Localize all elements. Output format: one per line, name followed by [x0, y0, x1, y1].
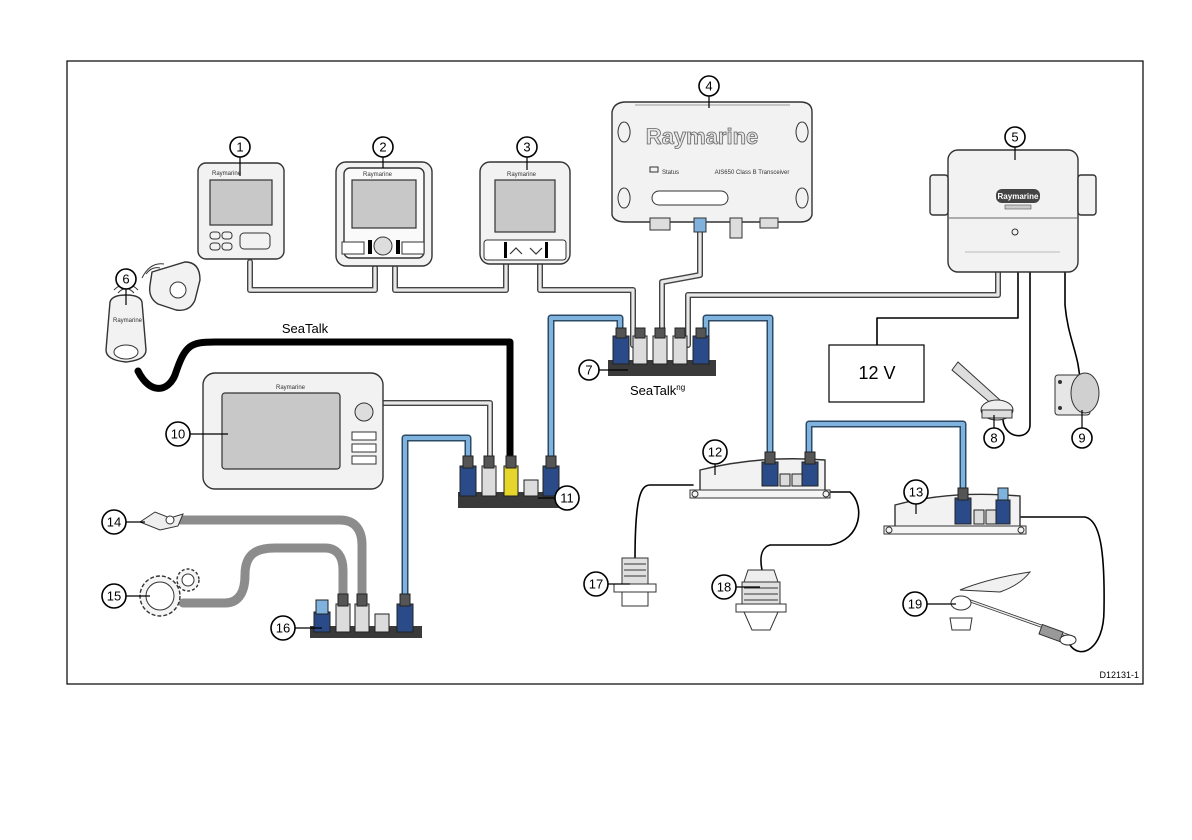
callout-16: 16: [271, 616, 295, 640]
callout-14: 14: [102, 510, 126, 534]
ais-model-label: AIS650 Class B Transceiver: [715, 170, 790, 176]
course-computer-brand-logo: Raymarine: [998, 192, 1039, 201]
callout-1: 1: [230, 137, 250, 157]
device-1-controller: Raymarine: [198, 163, 284, 259]
callout-2: 2: [373, 137, 393, 157]
callout-4: 4: [699, 76, 719, 96]
backbone-connector-16: [310, 594, 422, 638]
svg-text:19: 19: [908, 597, 922, 612]
callout-9: 9: [1072, 428, 1092, 448]
svg-text:13: 13: [909, 485, 923, 500]
svg-text:15: 15: [107, 589, 121, 604]
svg-text:18: 18: [717, 580, 731, 595]
device-9-drive-unit: [1055, 373, 1099, 415]
seatalkng-label-superscript: ng: [676, 383, 685, 392]
power-label: 12 V: [858, 363, 895, 383]
svg-text:7: 7: [585, 363, 592, 378]
svg-text:5: 5: [1011, 130, 1018, 145]
callout-3: 3: [517, 137, 537, 157]
svg-text:Raymarine: Raymarine: [363, 172, 393, 178]
figure-id-label: D12131-1: [1099, 670, 1139, 680]
svg-text:Raymarine: Raymarine: [507, 172, 537, 178]
callout-17: 17: [584, 572, 608, 596]
svg-text:Raymarine: Raymarine: [276, 385, 306, 391]
svg-text:17: 17: [589, 577, 603, 592]
power-supply-box: 12 V: [829, 345, 924, 402]
callout-7: 7: [579, 360, 599, 380]
seatalk-label: SeaTalk: [282, 321, 329, 336]
svg-text:10: 10: [171, 427, 185, 442]
callout-6: 6: [116, 269, 136, 289]
svg-text:2: 2: [379, 140, 386, 155]
svg-text:6: 6: [122, 272, 129, 287]
seatalkng-label-base: SeaTalk: [630, 383, 677, 398]
callout-11: 11: [555, 486, 579, 510]
svg-text:16: 16: [276, 621, 290, 636]
callout-18: 18: [712, 575, 736, 599]
callout-12: 12: [703, 440, 727, 464]
callout-10: 10: [166, 422, 190, 446]
ais-brand-logo: Raymarine: [646, 124, 759, 149]
svg-text:9: 9: [1078, 431, 1085, 446]
callout-19: 19: [903, 592, 927, 616]
device-4-ais-transceiver: Raymarine AIS650 Class B Transceiver Sta…: [612, 102, 812, 238]
callout-15: 15: [102, 584, 126, 608]
svg-text:3: 3: [523, 140, 530, 155]
svg-text:11: 11: [560, 491, 574, 506]
svg-text:14: 14: [107, 515, 121, 530]
svg-text:Raymarine: Raymarine: [113, 318, 143, 324]
device-2-autopilot-controller: Raymarine: [336, 162, 432, 266]
device-10-multifunction-display: Raymarine: [203, 373, 383, 489]
device-3-instrument-display: Raymarine: [480, 162, 570, 264]
svg-text:Raymarine: Raymarine: [212, 171, 242, 177]
device-5-course-computer: Raymarine: [930, 150, 1096, 272]
backbone-connector-7: [608, 328, 716, 376]
svg-text:12: 12: [708, 445, 722, 460]
svg-text:8: 8: [990, 431, 997, 446]
ais-status-label: Status: [662, 170, 679, 176]
svg-text:1: 1: [236, 140, 243, 155]
callout-5: 5: [1005, 127, 1025, 147]
svg-text:4: 4: [705, 79, 712, 94]
callout-13: 13: [904, 480, 928, 504]
callout-8: 8: [984, 428, 1004, 448]
